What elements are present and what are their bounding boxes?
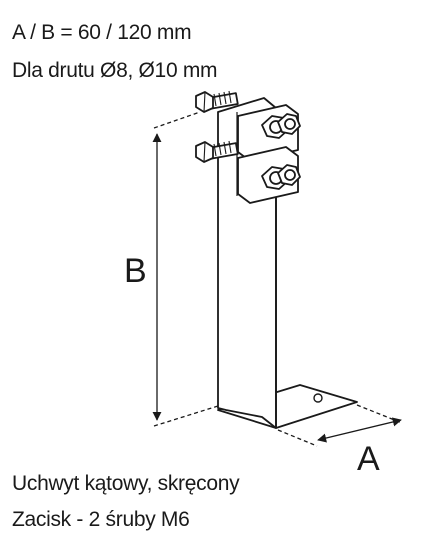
- dimension-a: [277, 404, 403, 447]
- bolt-lower: [195, 140, 239, 163]
- dimension-a-label: A: [357, 440, 380, 478]
- spec-wire-diameter: Dla drutu Ø8, Ø10 mm: [12, 59, 218, 82]
- dimension-b-ext-bottom: [153, 405, 219, 427]
- base-hole: [313, 393, 323, 403]
- caption-clamp-spec: Zacisk - 2 śruby M6: [12, 508, 190, 531]
- dimension-a-ext-left: [277, 429, 318, 447]
- bolt-upper: [195, 90, 239, 113]
- dimension-b: [152, 111, 219, 427]
- nut-upper-rear: [277, 113, 301, 135]
- spec-dimensions: A / B = 60 / 120 mm: [12, 21, 192, 44]
- clamp-assembly: [195, 90, 301, 204]
- caption-holder-type: Uchwyt kątowy, skręcony: [12, 472, 240, 495]
- dimension-b-ext-top: [153, 111, 201, 129]
- dimension-a-ext-right: [356, 404, 403, 424]
- dimension-b-label: B: [124, 252, 147, 290]
- nut-lower-rear: [277, 164, 301, 186]
- dimension-a-line: [317, 417, 402, 443]
